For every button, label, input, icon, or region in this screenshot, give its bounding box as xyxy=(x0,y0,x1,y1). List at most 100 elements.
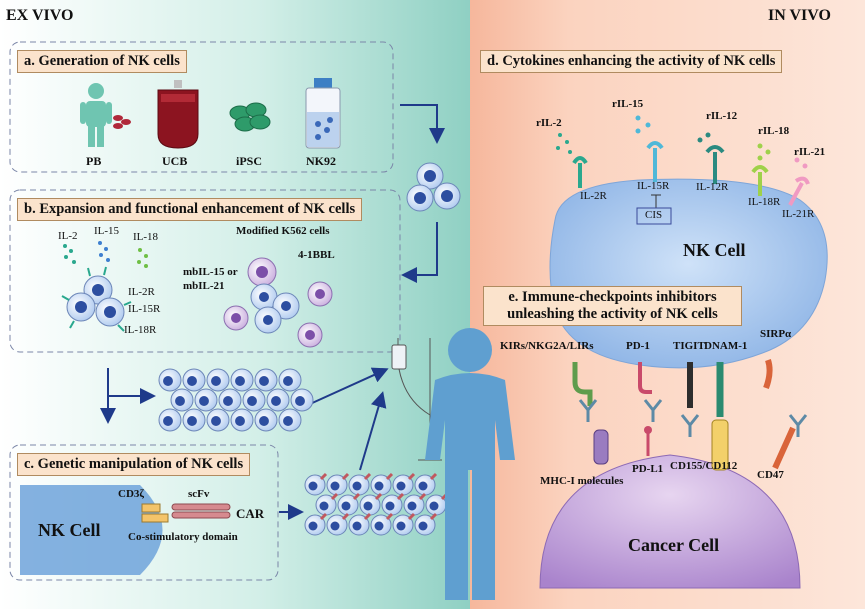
section-d-title: d. Cytokines enhancing the activity of N… xyxy=(480,50,783,73)
car-receptor xyxy=(330,492,339,501)
cd3z-label: CD3ζ xyxy=(118,488,144,500)
section-e-title-line2: unleashing the activity of NK cells xyxy=(507,306,718,322)
nk-cells-b xyxy=(66,275,125,327)
car-receptor xyxy=(352,492,361,501)
cell-nucleus xyxy=(199,396,209,406)
car-receptor xyxy=(407,512,416,521)
cytokine-ril12: rIL-12 xyxy=(706,110,738,122)
cancer-cell-body xyxy=(539,454,801,589)
section-b-frame xyxy=(9,189,401,353)
cell-nucleus xyxy=(163,416,173,426)
bbl-label: 4-1BBL xyxy=(298,249,335,261)
mbil-label-2: mbIL-21 xyxy=(183,280,225,292)
cell-nucleus xyxy=(429,501,439,511)
cell-nucleus xyxy=(187,376,197,386)
nk-cells-k562-group xyxy=(250,283,300,334)
cell-nucleus xyxy=(259,416,269,426)
nk-cell-label-c: NK Cell xyxy=(38,520,101,540)
cell-nucleus xyxy=(363,501,373,511)
cell-nucleus xyxy=(235,376,245,386)
k562-label: Modified K562 cells xyxy=(236,225,330,237)
cell-nucleus xyxy=(295,396,305,406)
cell-nucleus xyxy=(283,416,293,426)
receptor-tigit: TIGIT xyxy=(673,340,705,352)
source-pb: PB xyxy=(86,154,102,168)
car-receptor xyxy=(385,512,394,521)
ipsc-cells-icon xyxy=(229,102,271,132)
car-construct-icon xyxy=(141,503,231,523)
cell-nucleus xyxy=(175,396,185,406)
car-receptor xyxy=(341,472,350,481)
car-receptor xyxy=(429,472,438,481)
cis-label: CIS xyxy=(645,209,663,221)
cell-nucleus xyxy=(330,481,340,491)
ligand-mhc1: MHC-I molecules xyxy=(540,475,624,487)
car-receptor xyxy=(319,512,328,521)
receptor-il15r-d: IL-15R xyxy=(637,180,670,192)
cell-nucleus xyxy=(211,376,221,386)
car-receptor xyxy=(429,512,438,521)
section-c-frame xyxy=(9,444,279,581)
car-nk-cells xyxy=(304,472,449,536)
cell-nucleus xyxy=(352,521,362,531)
receptor-il18r: IL-18R xyxy=(124,324,157,336)
costim-label: Co-stimulatory domain xyxy=(128,531,238,543)
receptor-dnam1: DNAM-1 xyxy=(704,340,748,352)
receptor-stubs-b xyxy=(61,266,132,332)
cell-nucleus xyxy=(247,396,257,406)
checkpoint-receptors-e xyxy=(572,359,808,471)
expanded-nk-cells xyxy=(158,368,314,432)
cell-nucleus xyxy=(163,376,173,386)
section-a-frame xyxy=(9,41,394,173)
cell-nucleus xyxy=(308,521,318,531)
cell-nucleus xyxy=(374,481,384,491)
cell-nucleus xyxy=(330,521,340,531)
receptor-il15r: IL-15R xyxy=(128,303,161,315)
cell-nucleus xyxy=(385,501,395,511)
section-b-title: b. Expansion and functional enhancement … xyxy=(17,198,363,221)
in-vivo-title: IN VIVO xyxy=(768,7,831,24)
car-receptor xyxy=(407,472,416,481)
cell-nucleus xyxy=(211,416,221,426)
nk-cell-cluster-icon xyxy=(406,162,461,212)
cytokine-receptors-d xyxy=(556,115,810,208)
car-receptor xyxy=(363,472,372,481)
pb-person-icon xyxy=(80,83,112,147)
cytokine-ril18: rIL-18 xyxy=(758,125,790,137)
nk-cell-membrane-c xyxy=(20,485,163,575)
cell-nucleus xyxy=(407,501,417,511)
car-receptor xyxy=(396,492,405,501)
cell-nucleus xyxy=(223,396,233,406)
cytokine-il15: IL-15 xyxy=(94,225,120,237)
iv-drip-icon xyxy=(391,338,442,461)
ligand-pdl1: PD-L1 xyxy=(632,463,664,475)
section-e-title: e. Immune-checkpoints inhibitors unleash… xyxy=(483,286,742,326)
blood-cells-icon xyxy=(113,115,131,129)
scfv-label: scFv xyxy=(188,488,210,500)
receptor-il2r: IL-2R xyxy=(128,286,155,298)
source-ucb: UCB xyxy=(162,154,188,168)
receptor-pd1: PD-1 xyxy=(626,340,650,352)
nk-cell-label-d: NK Cell xyxy=(683,240,746,260)
cell-nucleus xyxy=(283,376,293,386)
receptor-kirs: KIRs/NKG2A/LIRs xyxy=(500,340,594,352)
mbil-label-1: mbIL-15 or xyxy=(183,266,238,278)
receptor-il18r-d: IL-18R xyxy=(748,196,781,208)
section-e-title-line1: e. Immune-checkpoints inhibitors xyxy=(508,289,717,305)
cell-nucleus xyxy=(259,376,269,386)
cell-nucleus xyxy=(396,521,406,531)
section-c-title: c. Genetic manipulation of NK cells xyxy=(17,453,251,476)
cell-nucleus xyxy=(396,481,406,491)
patient-person-icon xyxy=(425,328,515,600)
cell-nucleus xyxy=(187,416,197,426)
cell-nucleus xyxy=(352,481,362,491)
ligand-cd47: CD47 xyxy=(757,469,784,481)
cancer-cell-label: Cancer Cell xyxy=(628,535,720,555)
car-receptor xyxy=(341,512,350,521)
cell-nucleus xyxy=(418,481,428,491)
cytokine-ril2: rIL-2 xyxy=(536,117,562,129)
cell-nucleus xyxy=(341,501,351,511)
k562-cells xyxy=(223,257,333,348)
car-receptor xyxy=(319,472,328,481)
cis-box xyxy=(636,207,672,225)
